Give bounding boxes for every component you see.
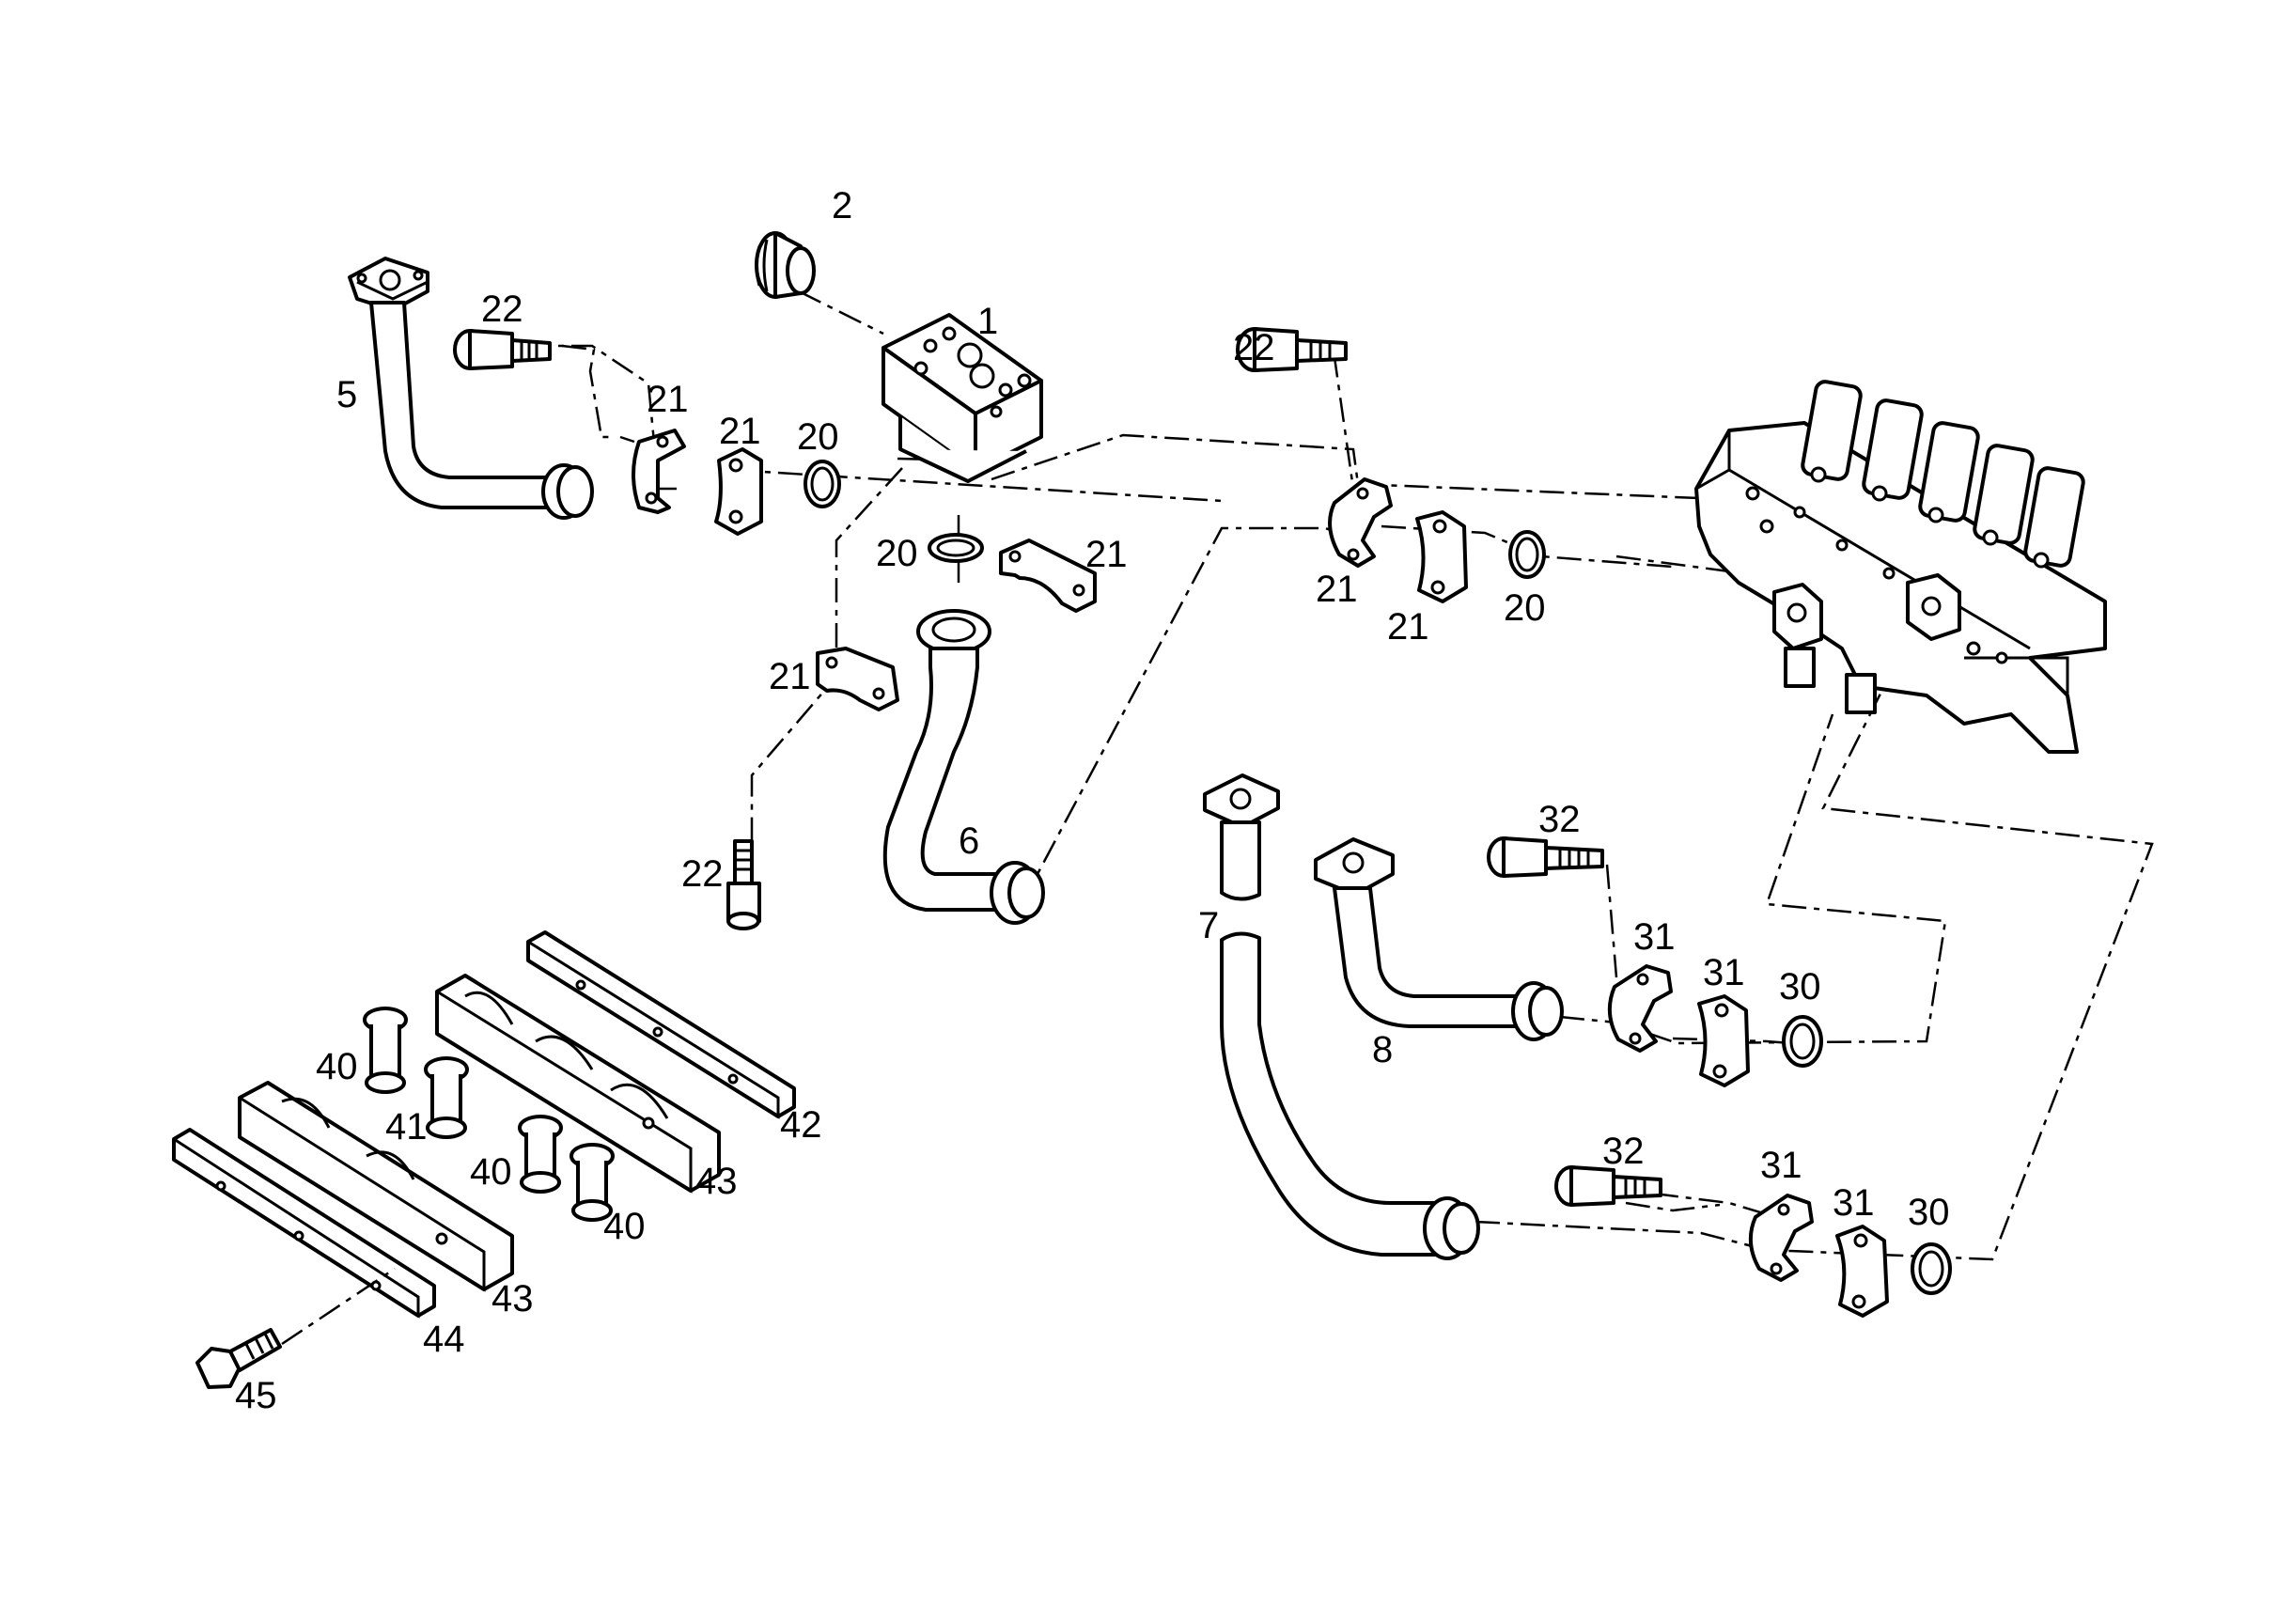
- callout-21-e: 21: [1316, 569, 1358, 610]
- callout-6: 6: [959, 820, 979, 862]
- part-41-spacer: [424, 1056, 469, 1139]
- callout-40-b: 40: [470, 1151, 512, 1193]
- part-8-pipe: [1314, 837, 1564, 1041]
- callout-31-d: 31: [1833, 1182, 1875, 1224]
- callout-22-a: 22: [481, 289, 523, 330]
- part-43-block-upper: [435, 974, 721, 1194]
- callout-43-b: 43: [491, 1278, 534, 1320]
- callout-21-c: 21: [1085, 534, 1128, 575]
- part-21-clamp-c: [999, 539, 1097, 613]
- part-40-spacer-b: [518, 1115, 563, 1194]
- callout-40-c: 40: [603, 1206, 646, 1247]
- callout-7: 7: [1198, 905, 1219, 946]
- part-40-spacer-c: [570, 1143, 615, 1222]
- callout-20-c: 20: [1504, 587, 1546, 629]
- part-31-clamp-c: [1748, 1194, 1814, 1282]
- callout-44: 44: [423, 1319, 465, 1360]
- part-20-oring-b: [928, 533, 984, 563]
- part-21-clamp-b: [714, 447, 763, 536]
- callout-30-b: 30: [1908, 1192, 1950, 1233]
- callout-21-d: 21: [769, 656, 811, 697]
- solenoid-cylinders: [1801, 380, 2085, 569]
- callout-31-a: 31: [1633, 916, 1676, 958]
- part-5-pipe: [348, 257, 594, 520]
- callout-20-a: 20: [797, 416, 839, 458]
- part-2-plug: [755, 231, 816, 299]
- callout-22-c: 22: [681, 853, 724, 895]
- part-32-bolt-upper: [1487, 836, 1604, 878]
- callout-20-b: 20: [876, 533, 918, 574]
- callout-labels: 1 2 5 6 7 8 20 20 20 21 21 21 21 21 21 2…: [235, 185, 1950, 1416]
- part-31-clamp-b: [1697, 994, 1750, 1087]
- callout-45: 45: [235, 1375, 277, 1416]
- part-22-bolt-vertical: [726, 839, 761, 930]
- callout-1: 1: [977, 301, 998, 342]
- part-30-oring-b: [1911, 1242, 1952, 1295]
- part-21-clamp-f: [1415, 510, 1468, 603]
- callout-43-a: 43: [695, 1161, 738, 1202]
- part-31-clamp-a: [1607, 964, 1673, 1053]
- part-21-clamp-a: [632, 429, 686, 514]
- callout-31-c: 31: [1760, 1145, 1802, 1186]
- callout-2: 2: [832, 185, 852, 226]
- part-30-oring-a: [1782, 1015, 1823, 1068]
- callout-32-a: 32: [1538, 799, 1581, 840]
- part-7-pipe: [1203, 773, 1480, 1260]
- part-21-clamp-e: [1328, 477, 1393, 568]
- callout-30-a: 30: [1779, 966, 1821, 1007]
- part-45-hex-bolt: [195, 1328, 282, 1389]
- part-21-clamp-d: [816, 647, 899, 711]
- part-20-oring-a: [804, 460, 841, 508]
- part-20-oring-c: [1508, 530, 1546, 579]
- part-1-manifold-block: [882, 313, 1043, 483]
- part-22-bolt-upper-middle: [1236, 327, 1348, 372]
- callout-40-a: 40: [316, 1046, 358, 1087]
- callout-41: 41: [385, 1106, 428, 1148]
- callout-21-a: 21: [647, 379, 689, 420]
- part-43-block-lower: [238, 1081, 514, 1292]
- part-40-spacer-a: [363, 1007, 408, 1094]
- part-32-bolt-lower: [1554, 1165, 1662, 1207]
- part-42-plate: [526, 930, 796, 1119]
- callout-22-b: 22: [1233, 327, 1275, 368]
- callout-21-b: 21: [719, 411, 761, 452]
- callout-32-b: 32: [1602, 1131, 1645, 1172]
- callout-31-b: 31: [1703, 952, 1745, 993]
- callout-5: 5: [336, 374, 357, 415]
- callout-8: 8: [1372, 1029, 1393, 1070]
- valve-body-assembly: [1694, 380, 2107, 754]
- callout-42: 42: [780, 1104, 822, 1146]
- part-22-bolt-upper-left: [453, 329, 552, 370]
- callout-21-f: 21: [1387, 606, 1429, 648]
- part-6-pipe: [882, 609, 1045, 925]
- part-31-clamp-d: [1835, 1225, 1889, 1318]
